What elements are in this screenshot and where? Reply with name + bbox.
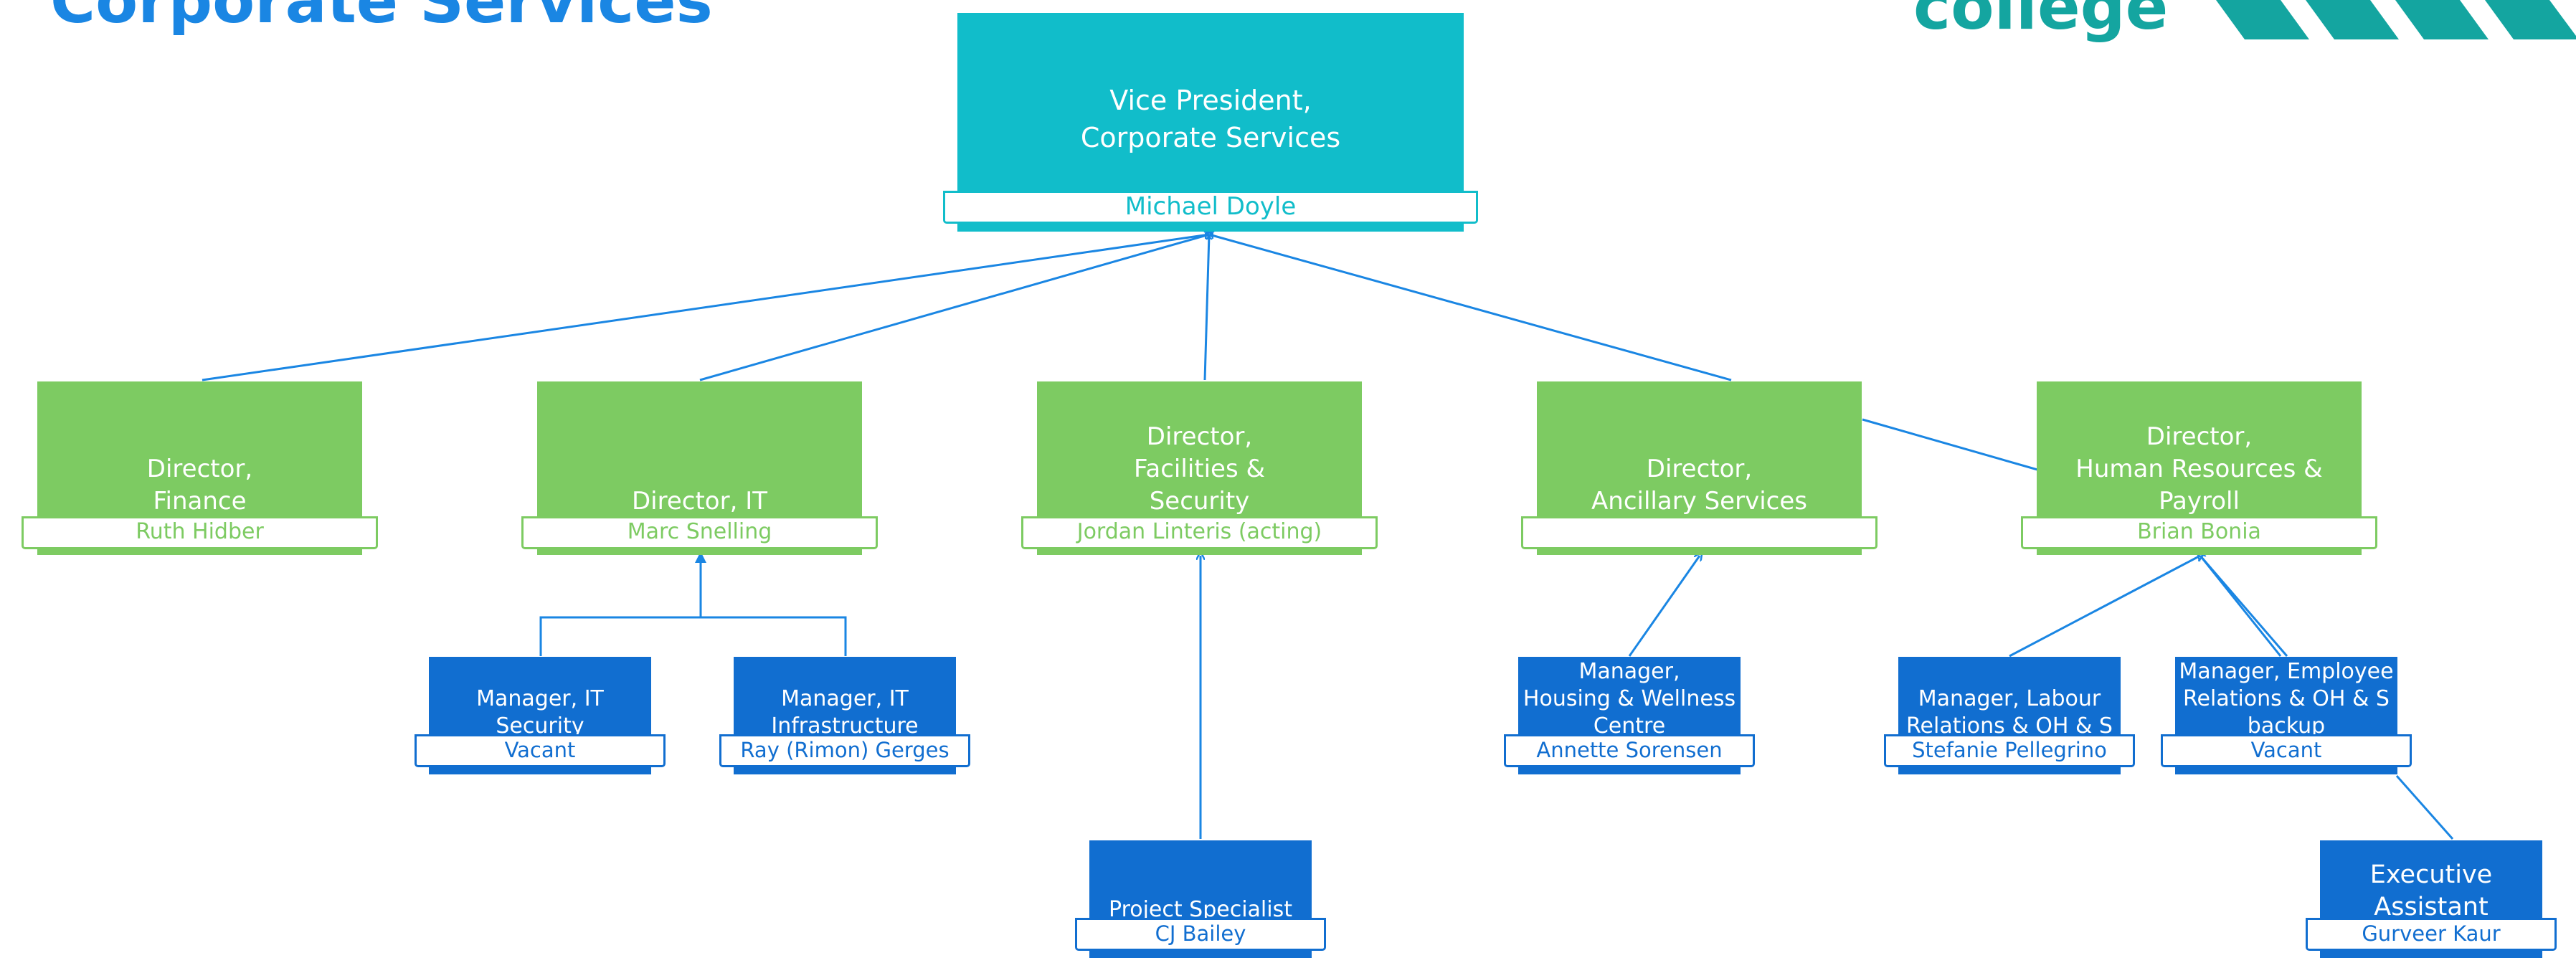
node-name-banner: Stefanie Pellegrino (1884, 734, 2135, 767)
node-manager-employee-relations[interactable]: Manager, Employee Relations & OH & S bac… (2161, 657, 2412, 774)
node-executive-assistant[interactable]: Executive Assistant Gurveer Kaur (2306, 840, 2557, 958)
node-title: Executive Assistant (2369, 860, 2493, 921)
connector-finance-vp (202, 234, 1209, 381)
page-title: Corporate Services (50, 0, 713, 37)
node-title: Director, Finance (146, 455, 253, 516)
node-name-banner: Marc Snelling (521, 516, 878, 549)
node-title: Director, Ancillary Services (1591, 455, 1807, 516)
node-name-banner: Ray (Rimon) Gerges (719, 734, 970, 767)
connector-ancillary-vp (1209, 234, 1732, 381)
node-title: Manager, Housing & Wellness Centre (1523, 659, 1736, 739)
college-logo-text: college (1913, 0, 2169, 44)
node-manager-housing[interactable]: Manager, Housing & Wellness Centre Annet… (1504, 657, 1755, 774)
connector-employee-hr-2 (2199, 555, 2282, 657)
node-director-ancillary[interactable]: Director, Ancillary Services (1521, 381, 1877, 555)
node-name-banner: Vacant (2161, 734, 2412, 767)
node-name-banner: Brian Bonia (2021, 516, 2377, 549)
node-title: Director, Human Resources & Payroll (2075, 422, 2323, 516)
node-name-banner (1521, 516, 1877, 549)
node-name-banner: Jordan Linteris (acting) (1021, 516, 1378, 549)
logo-stripes-icon (2216, 0, 2576, 39)
node-name-banner: Annette Sorensen (1504, 734, 1755, 767)
node-vice-president[interactable]: Vice President, Corporate Services Micha… (943, 13, 1478, 232)
connector-itsec-it (539, 616, 847, 656)
node-name-banner: Vacant (415, 734, 666, 767)
node-title: Manager, Employee Relations & OH & S bac… (2179, 659, 2394, 739)
node-director-hr[interactable]: Director, Human Resources & Payroll Bria… (2021, 381, 2377, 555)
node-manager-labour-relations[interactable]: Manager, Labour Relations & OH & S Stefa… (1884, 657, 2135, 774)
node-manager-it-infrastructure[interactable]: Manager, IT Infrastructure Ray (Rimon) G… (719, 657, 970, 774)
node-name-banner: Gurveer Kaur (2306, 918, 2557, 951)
node-name-banner: Ruth Hidber (22, 516, 378, 549)
connector-it-vp (699, 234, 1209, 381)
connector-facilities-vp (1203, 234, 1209, 381)
node-name-banner: Michael Doyle (943, 191, 1478, 224)
node-title: Manager, Labour Relations & OH & S (1906, 686, 2113, 739)
connector-labour-hr (2009, 556, 2200, 658)
connector-ea-employee (2395, 775, 2454, 840)
node-director-finance[interactable]: Director, Finance Ruth Hidber (22, 381, 378, 555)
connector-housing-ancillary (1628, 556, 1700, 657)
node-project-specialist[interactable]: Project Specialist CJ Bailey (1075, 840, 1326, 958)
node-director-it[interactable]: Director, IT Marc Snelling (521, 381, 878, 555)
node-title: Vice President, Corporate Services (1080, 85, 1341, 153)
node-title: Director, Facilities & Security (1133, 422, 1266, 516)
connector-ancillary-hr (1862, 418, 2038, 471)
node-manager-it-security[interactable]: Manager, IT Security Vacant (415, 657, 666, 774)
node-director-facilities[interactable]: Director, Facilities & Security Jordan L… (1021, 381, 1378, 555)
node-title: Manager, IT Security (476, 686, 604, 739)
node-title: Manager, IT Infrastructure (771, 686, 919, 739)
node-title: Director, IT (632, 487, 767, 516)
node-name-banner: CJ Bailey (1075, 918, 1326, 951)
